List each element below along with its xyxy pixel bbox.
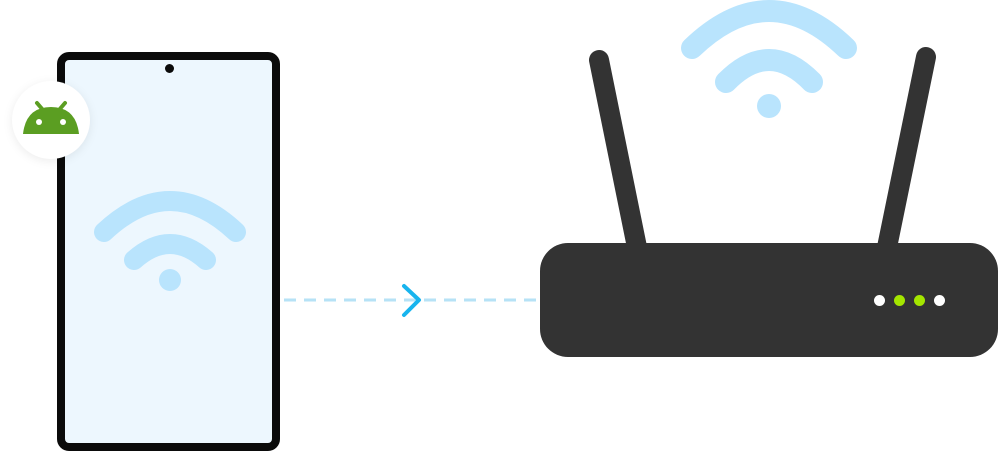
wifi-icon: [94, 191, 246, 291]
android-badge: [12, 81, 90, 159]
android-icon: [23, 101, 79, 134]
left-antenna: [589, 50, 650, 272]
router-led-4: [934, 295, 945, 306]
router-led-1: [874, 295, 885, 306]
router-led-3: [914, 295, 925, 306]
router-led-2: [894, 295, 905, 306]
chevron-right-icon: [402, 284, 421, 317]
right-antenna: [874, 47, 936, 272]
router-body: [540, 243, 998, 357]
wifi-icon: [681, 0, 857, 118]
phone-camera: [165, 64, 174, 73]
